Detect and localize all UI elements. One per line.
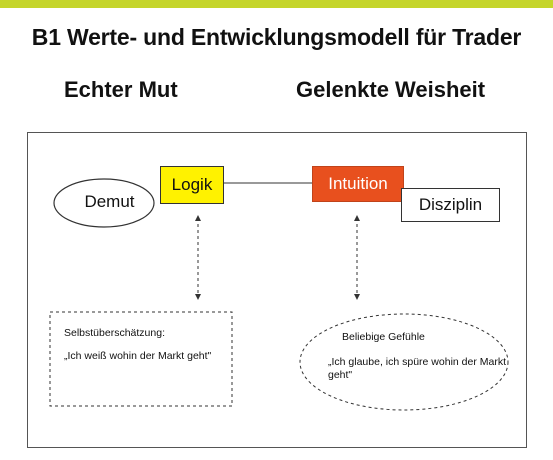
accent-bar	[0, 0, 553, 8]
heading-gelenkte-weisheit: Gelenkte Weisheit	[296, 77, 486, 102]
heading-echter-mut: Echter Mut	[64, 77, 178, 102]
intuition-box: Intuition	[312, 166, 404, 202]
beliebige-gefuehle-title: Beliebige Gefühle	[342, 331, 425, 343]
demut-label: Demut	[84, 192, 135, 211]
disziplin-box: Disziplin	[401, 188, 500, 222]
logik-box: Logik	[160, 166, 224, 204]
beliebige-gefuehle-ellipse	[299, 313, 509, 411]
selbstueberschaetzung-quote: „Ich weiß wohin der Markt geht"	[64, 350, 212, 362]
beliebige-gefuehle-quote: „Ich glaube, ich spüre wohin der Markt g…	[328, 356, 507, 381]
diagram-frame	[27, 132, 527, 448]
selbstueberschaetzung-title: Selbstüberschätzung:	[64, 327, 165, 339]
page-title: B1 Werte- und Entwicklungsmodell für Tra…	[31, 24, 522, 50]
selbstueberschaetzung-box	[49, 311, 233, 407]
demut-ellipse	[53, 178, 155, 228]
